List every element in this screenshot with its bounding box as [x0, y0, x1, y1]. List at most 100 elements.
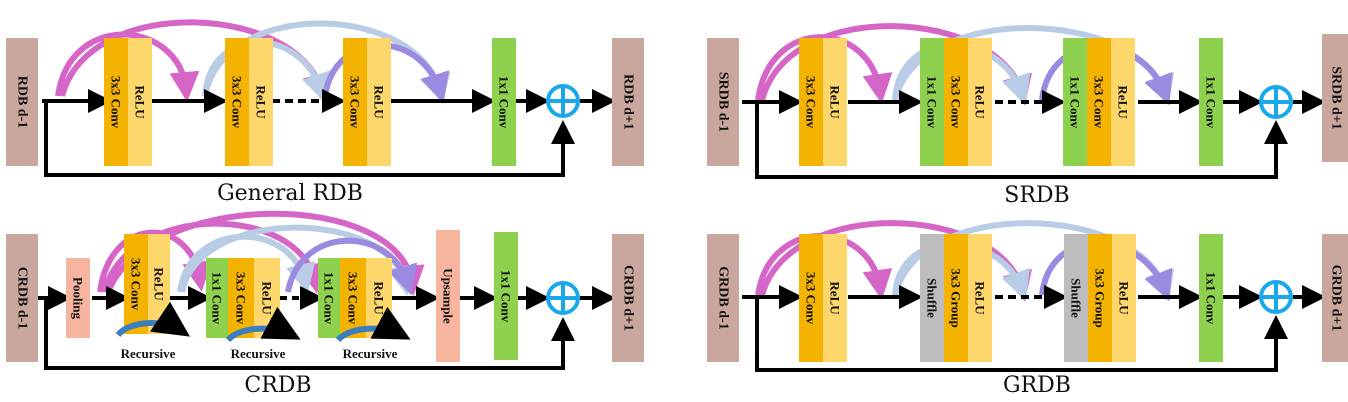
conv1x1-label: 1x1 Conv: [1068, 76, 1083, 129]
conv3x3-block: [799, 234, 823, 362]
relu-label: ReLU: [254, 85, 269, 119]
relu-block: [367, 38, 391, 166]
group-conv-block: [944, 234, 968, 362]
conv1x1-label: 1x1 Conv: [1204, 76, 1219, 129]
relu-label: ReLU: [828, 281, 843, 315]
dense-arc: [285, 237, 418, 296]
relu-block: [249, 38, 273, 166]
recursive-arrow-icon: [335, 306, 411, 343]
output-label: GRDB d+1: [1329, 265, 1344, 332]
output-label: SRDB d+1: [1329, 66, 1344, 130]
panel-srdb: SRDB d-1 3x3 Conv ReLU 1x1 Conv 3x3 Conv…: [707, 23, 1348, 208]
skip-connection: [44, 298, 575, 370]
adder-icon: [1259, 85, 1293, 119]
relu-label: ReLU: [133, 85, 148, 119]
shuffle-block: [920, 234, 944, 362]
conv3x3-block: [104, 38, 128, 166]
upsample-block: [436, 230, 460, 362]
relu-block: [968, 38, 992, 166]
adder-icon: [546, 84, 580, 118]
shuffle-label: Shuffle: [925, 278, 940, 318]
relu-label: ReLU: [1116, 85, 1131, 119]
relu-block: [823, 234, 847, 362]
panel-grdb: GRDB d-1 3x3 Conv ReLU Shuffle 3x3 Group…: [707, 220, 1348, 398]
conv3x3-label: 3x3 Conv: [230, 76, 245, 129]
group-conv-label: 3x3 Group: [949, 268, 964, 327]
conv1x1-label: 1x1 Conv: [499, 270, 514, 323]
relu-label: ReLU: [973, 281, 988, 315]
adder-icon: [546, 281, 580, 315]
conv3x3-label: 3x3 Conv: [109, 76, 124, 129]
panel-caption: SRDB: [1004, 183, 1069, 208]
shuffle-block: [1064, 234, 1088, 362]
relu-block: [1112, 234, 1136, 362]
relu-label: ReLU: [260, 281, 275, 315]
conv1x1-block: [920, 38, 944, 166]
input-block: [707, 38, 739, 166]
input-block: [707, 234, 739, 362]
relu-label: ReLU: [372, 85, 387, 119]
pooling-label: Pooling: [71, 277, 86, 319]
skip-connection: [755, 297, 1288, 372]
upsample-label: Upsample: [441, 268, 456, 324]
conv3x3-block: [340, 258, 366, 338]
output-block: [1322, 34, 1348, 162]
group-conv-label: 3x3 Group: [1093, 268, 1108, 327]
recursive-label: Recursive: [121, 346, 176, 361]
conv1x1-block: [494, 232, 518, 360]
conv3x3-block: [228, 258, 254, 338]
conv1x1-block: [1199, 38, 1223, 166]
relu-block: [968, 234, 992, 362]
conv3x3-block: [343, 38, 367, 166]
output-block: [612, 38, 644, 166]
conv3x3-label: 3x3 Conv: [234, 272, 249, 325]
panel-caption: CRDB: [244, 373, 311, 398]
output-label: CRDB d+1: [621, 265, 636, 331]
conv1x1-block: [206, 258, 228, 338]
panel-general-rdb: RDB d-1 3x3 Conv ReLU 3x3 Conv ReLU 3x3 …: [6, 19, 644, 206]
conv1x1-block: [1199, 234, 1223, 362]
conv3x3-label: 3x3 Conv: [346, 272, 361, 325]
panel-crdb: CRDB d-1 Pooling 3x3 Conv ReLU 1x1 Conv …: [6, 210, 644, 398]
input-label: SRDB d-1: [716, 72, 731, 132]
input-label: CRDB d-1: [15, 267, 30, 330]
conv3x3-block: [225, 38, 249, 166]
shuffle-label: Shuffle: [1069, 278, 1084, 318]
relu-block: [128, 38, 152, 166]
recursive-arrow-icon: [225, 306, 301, 343]
relu-label: ReLU: [152, 267, 167, 301]
conv3x3-label: 3x3 Conv: [129, 258, 144, 311]
relu-label: ReLU: [372, 281, 387, 315]
conv3x3-block: [799, 38, 823, 166]
conv3x3-label: 3x3 Conv: [1092, 76, 1107, 129]
conv1x1-label: 1x1 Conv: [322, 272, 337, 325]
input-label: GRDB d-1: [716, 266, 731, 329]
input-label: RDB d-1: [15, 76, 30, 129]
relu-label: ReLU: [828, 85, 843, 119]
pooling-block: [66, 258, 90, 338]
output-block: [612, 234, 644, 362]
conv1x1-label: 1x1 Conv: [210, 272, 225, 325]
conv3x3-label: 3x3 Conv: [949, 76, 964, 129]
relu-block: [823, 38, 847, 166]
dense-arc: [101, 220, 327, 294]
conv3x3-label: 3x3 Conv: [804, 76, 819, 129]
group-conv-block: [1088, 234, 1112, 362]
panel-caption: GRDB: [1003, 373, 1071, 398]
relu-block: [1111, 38, 1135, 166]
conv3x3-label: 3x3 Conv: [348, 76, 363, 129]
recursive-label: Recursive: [231, 346, 286, 361]
recursive-label: Recursive: [343, 346, 398, 361]
recursive-arrow-icon: [115, 301, 190, 338]
conv3x3-block: [124, 234, 148, 334]
conv1x1-label: 1x1 Conv: [497, 76, 512, 129]
dense-arc: [59, 19, 333, 104]
conv1x1-label: 1x1 Conv: [1204, 272, 1219, 325]
conv3x3-block: [1087, 38, 1111, 166]
conv1x1-block: [492, 38, 516, 166]
skip-connection: [44, 101, 575, 177]
input-block: [6, 38, 38, 166]
conv3x3-label: 3x3 Conv: [804, 272, 819, 325]
